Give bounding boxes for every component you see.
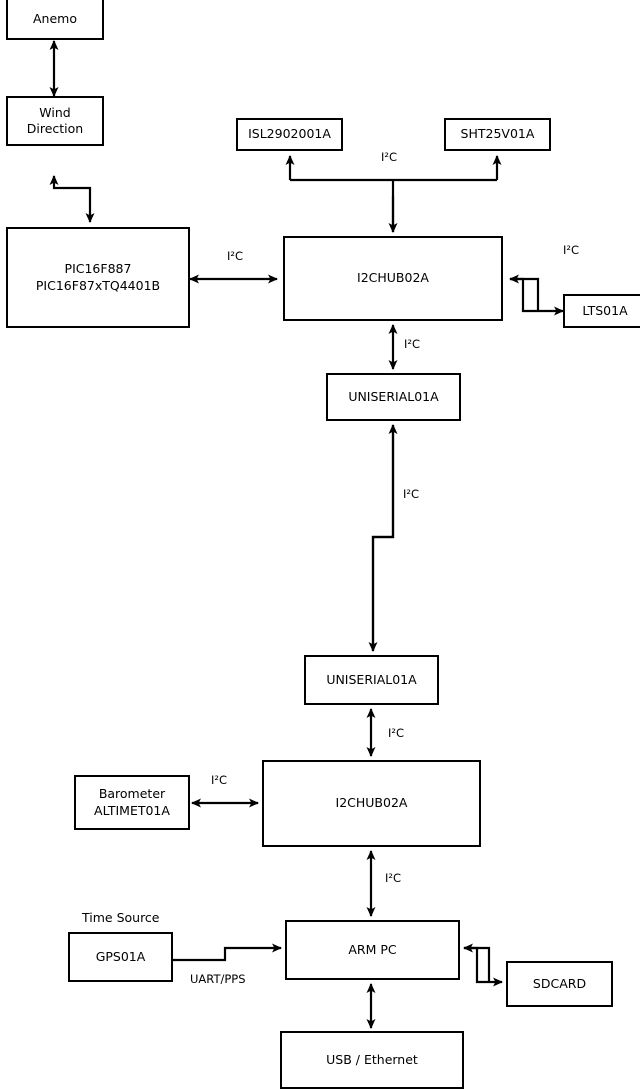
node-barometer-altimet01a[interactable]: Barometer ALTIMET01A — [74, 775, 190, 830]
node-uniserial01a-top[interactable]: UNISERIAL01A — [326, 373, 461, 421]
edge-label-i2c-pic-hub: I²C — [227, 249, 243, 263]
edge-label-i2c-hub-armpc: I²C — [385, 871, 401, 885]
node-arm-pc-label: ARM PC — [348, 941, 397, 957]
node-uniserial01a-top-label: UNISERIAL01A — [348, 388, 439, 404]
edge-label-i2c-uniserial-link: I²C — [403, 487, 419, 501]
node-gps01a-label: GPS01A — [95, 948, 146, 964]
node-sht25v01a[interactable]: SHT25V01A — [444, 118, 551, 151]
edge-label-i2c-uniserial-hub: I²C — [388, 726, 404, 740]
edge-label-i2c-barometer-hub: I²C — [211, 773, 227, 787]
node-i2chub02a-bottom[interactable]: I2CHUB02A — [262, 760, 481, 847]
node-uniserial01a-bottom[interactable]: UNISERIAL01A — [304, 655, 439, 705]
edge-label-i2c-uniserial-hub-text: I²C — [388, 726, 405, 740]
edge-label-i2c-hub-lts-text: I²C — [563, 243, 580, 257]
edge-lts-in — [510, 277, 564, 316]
node-i2chub02a-top[interactable]: I2CHUB02A — [283, 236, 503, 321]
node-lts01a[interactable]: LTS01A — [563, 294, 640, 328]
node-anemo[interactable]: Anemo — [6, 0, 104, 40]
node-pic-mcu-label: PIC16F887 PIC16F87xTQ4401B — [35, 261, 161, 293]
node-uniserial01a-bottom-label: UNISERIAL01A — [326, 671, 417, 687]
node-i2chub02a-bottom-label: I2CHUB02A — [335, 795, 408, 811]
edge-label-uart-pps-text: UART/PPS — [190, 972, 246, 986]
node-isl2902001a[interactable]: ISL2902001A — [236, 118, 343, 151]
edge-label-i2c-pic-hub-text: I²C — [227, 249, 244, 263]
label-time-source: Time Source — [82, 910, 160, 925]
node-pic-mcu[interactable]: PIC16F887 PIC16F87xTQ4401B — [6, 227, 190, 328]
label-time-source-text: Time Source — [82, 910, 160, 925]
edge-label-i2c-barometer-hub-text: I²C — [211, 773, 228, 787]
node-usb-ethernet-label: USB / Ethernet — [326, 1051, 418, 1067]
node-gps01a[interactable]: GPS01A — [68, 932, 173, 982]
edge-label-i2c-hub-uniserial: I²C — [404, 337, 420, 351]
node-arm-pc[interactable]: ARM PC — [285, 920, 460, 980]
node-sdcard[interactable]: SDCARD — [506, 961, 613, 1007]
edge-armpc-sdcard-out — [464, 946, 503, 987]
edge-label-i2c-hub-uniserial-text: I²C — [404, 337, 421, 351]
node-wind-direction-label: Wind Direction — [26, 104, 84, 137]
edge-label-i2c-sensors-top-text: I²C — [381, 150, 398, 164]
edge-wind-pic — [49, 175, 95, 223]
node-sdcard-label: SDCARD — [532, 975, 587, 991]
node-barometer-altimet01a-label: Barometer ALTIMET01A — [94, 786, 170, 818]
edge-label-i2c-uniserial-link-text: I²C — [403, 487, 420, 501]
edge-uniserial-link-down — [368, 425, 395, 652]
edge-label-i2c-hub-lts: I²C — [563, 243, 579, 257]
edge-label-i2c-hub-armpc-text: I²C — [385, 871, 402, 885]
node-sht25v01a-label: SHT25V01A — [460, 126, 535, 142]
edge-label-i2c-sensors-top: I²C — [381, 150, 397, 164]
edge-label-uart-pps: UART/PPS — [190, 972, 246, 986]
node-anemo-label: Anemo — [33, 10, 77, 26]
node-usb-ethernet[interactable]: USB / Ethernet — [280, 1031, 464, 1089]
node-isl2902001a-label: ISL2902001A — [248, 126, 331, 142]
edge-gps-armpc — [173, 943, 282, 962]
node-lts01a-label: LTS01A — [582, 302, 628, 318]
node-i2chub02a-top-label: I2CHUB02A — [357, 270, 429, 286]
node-wind-direction[interactable]: Wind Direction — [6, 96, 104, 146]
